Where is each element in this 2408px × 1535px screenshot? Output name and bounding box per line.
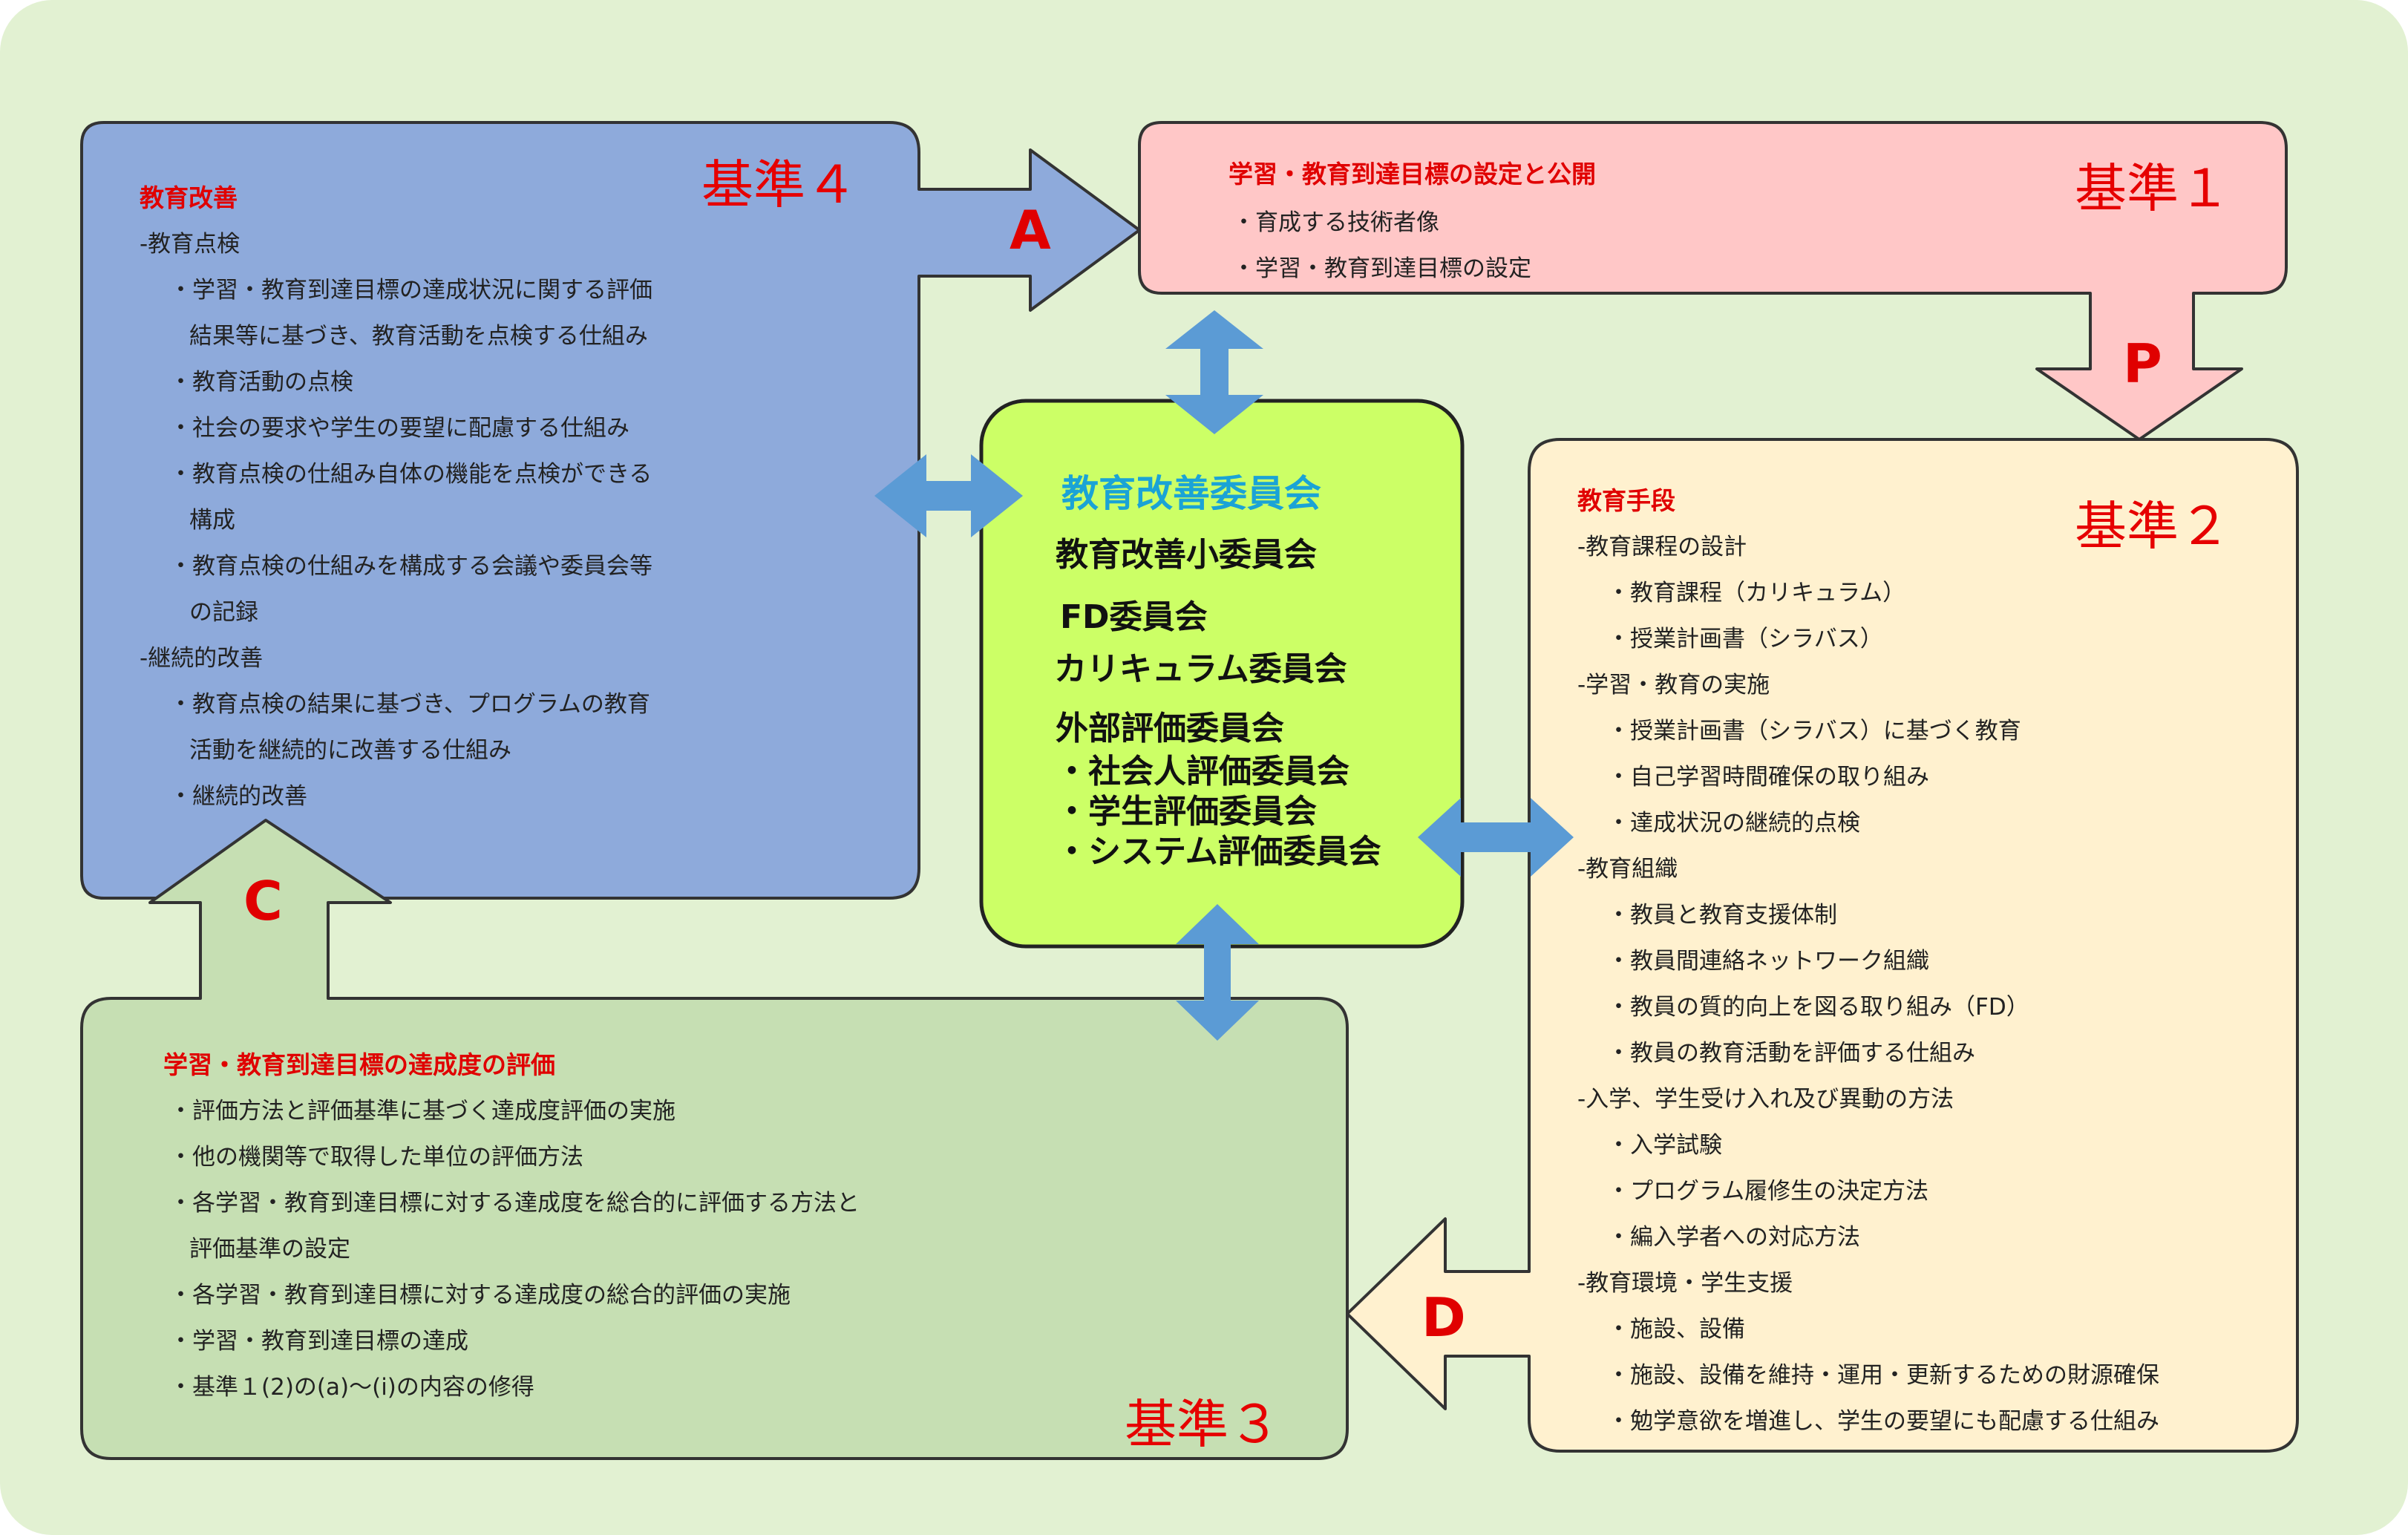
kijun2-item: -教育課程の設計 <box>1577 534 1747 560</box>
kijun2-item: ・入学試験 <box>1607 1132 1722 1159</box>
kijun1-item: ・学習・教育到達目標の設定 <box>1232 255 1531 282</box>
kijun2-item: ・授業計画書（シラバス）に基づく教育 <box>1607 718 2021 744</box>
kijun4-item: ・社会の要求や学生の要望に配慮する仕組み <box>169 415 629 442</box>
kijun4-item: ・教育点検の仕組みを構成する会議や委員会等 <box>169 553 652 580</box>
kijun3-item: ・評価方法と評価基準に基づく達成度評価の実施 <box>169 1098 675 1125</box>
committee-line: 外部評価委員会 <box>1056 710 1284 747</box>
kijun2-box <box>1346 438 2299 1453</box>
connector-arrow-left <box>874 454 1023 537</box>
kijun4-item: の記録 <box>189 599 258 626</box>
kijun3-box <box>80 819 1349 1460</box>
committee-line: ・学生評価委員会 <box>1056 793 1317 831</box>
kijun3-item: ・学習・教育到達目標の達成 <box>169 1328 468 1355</box>
kijun4-box <box>80 121 1141 900</box>
kijun2-item: ・達成状況の継続的点検 <box>1607 810 1860 837</box>
kijun4-item: 結果等に基づき、教育活動を点検する仕組み <box>189 323 648 350</box>
kijun2-item: -入学、学生受け入れ及び異動の方法 <box>1577 1086 1954 1113</box>
kijun4-item: 構成 <box>189 507 235 534</box>
kijun3-item: 評価基準の設定 <box>189 1236 350 1263</box>
committee-line: FD委員会 <box>1060 598 1208 636</box>
kijun2-item: ・編入学者への対応方法 <box>1607 1224 1860 1251</box>
kijun2-item: -教育組織 <box>1577 856 1678 883</box>
kijun3-item: ・各学習・教育到達目標に対する達成度を総合的に評価する方法と <box>169 1190 860 1217</box>
kijun2-label: 基準２ <box>2075 496 2231 557</box>
kijun4-heading: 教育改善 <box>140 183 238 212</box>
kijun2-item: ・授業計画書（シラバス） <box>1607 626 1883 652</box>
kijun4-item: ・教育点検の結果に基づき、プログラムの教育 <box>169 691 650 718</box>
kijun3-heading: 学習・教育到達目標の達成度の評価 <box>163 1050 555 1079</box>
kijun2-item: ・自己学習時間確保の取り組み <box>1607 764 1929 791</box>
connector-arrow-right <box>1418 798 1574 877</box>
connector-arrow-top <box>1165 310 1263 434</box>
committee-title: 教育改善委員会 <box>1061 472 1321 515</box>
connector-arrow-bottom <box>1176 904 1259 1041</box>
committee-line: 教育改善小委員会 <box>1056 536 1317 574</box>
committee-line: ・システム評価委員会 <box>1056 833 1381 871</box>
kijun4-item: -継続的改善 <box>140 645 264 672</box>
pdca-label-a: A <box>1010 199 1051 261</box>
kijun1-heading: 学習・教育到達目標の設定と公開 <box>1228 160 1596 189</box>
kijun2-item: ・勉学意欲を増進し、学生の要望にも配慮する仕組み <box>1607 1408 2159 1435</box>
kijun1-box <box>1138 121 2288 441</box>
kijun3-item: ・他の機関等で取得した単位の評価方法 <box>169 1144 583 1171</box>
kijun4-item: ・教育活動の点検 <box>169 369 353 396</box>
kijun1-label: 基準１ <box>2075 158 2231 219</box>
committee-line: ・社会人評価委員会 <box>1056 753 1349 791</box>
pdca-label-p: P <box>2123 333 2162 395</box>
kijun3-label: 基準３ <box>1125 1394 1280 1455</box>
kijun2-item: ・教員の質的向上を図る取り組み（FD） <box>1607 994 2029 1021</box>
kijun2-item: ・施設、設備 <box>1607 1316 1745 1343</box>
kijun4-item: ・継続的改善 <box>169 783 307 810</box>
kijun2-item: ・教員間連絡ネットワーク組織 <box>1607 948 1929 975</box>
kijun2-item: ・教員と教育支援体制 <box>1607 902 1837 929</box>
kijun4-label: 基準４ <box>701 154 857 215</box>
kijun2-heading: 教育手段 <box>1577 486 1675 515</box>
kijun3-item: ・各学習・教育到達目標に対する達成度の総合的評価の実施 <box>169 1282 791 1309</box>
kijun2-item: ・施設、設備を維持・運用・更新するための財源確保 <box>1607 1362 2159 1389</box>
kijun4-item: -教育点検 <box>140 231 241 258</box>
kijun4-item: 活動を継続的に改善する仕組み <box>189 737 511 764</box>
kijun2-item: ・教育課程（カリキュラム） <box>1607 580 1906 606</box>
kijun2-item: -教育環境・学生支援 <box>1577 1270 1793 1297</box>
committee-line: カリキュラム委員会 <box>1054 650 1347 688</box>
kijun2-item: ・プログラム履修生の決定方法 <box>1607 1178 1929 1205</box>
pdca-label-d: D <box>1421 1286 1466 1349</box>
kijun3-item: ・基準１(2)の(a)〜(i)の内容の修得 <box>169 1374 534 1401</box>
kijun4-item: ・学習・教育到達目標の達成状況に関する評価 <box>169 277 652 304</box>
kijun4-item: ・教育点検の仕組み自体の機能を点検ができる <box>169 461 652 488</box>
kijun2-item: ・教員の教育活動を評価する仕組み <box>1607 1040 1975 1067</box>
kijun1-item: ・育成する技術者像 <box>1232 209 1439 236</box>
pdca-label-c: C <box>243 870 283 932</box>
kijun2-item: -学習・教育の実施 <box>1577 672 1770 698</box>
